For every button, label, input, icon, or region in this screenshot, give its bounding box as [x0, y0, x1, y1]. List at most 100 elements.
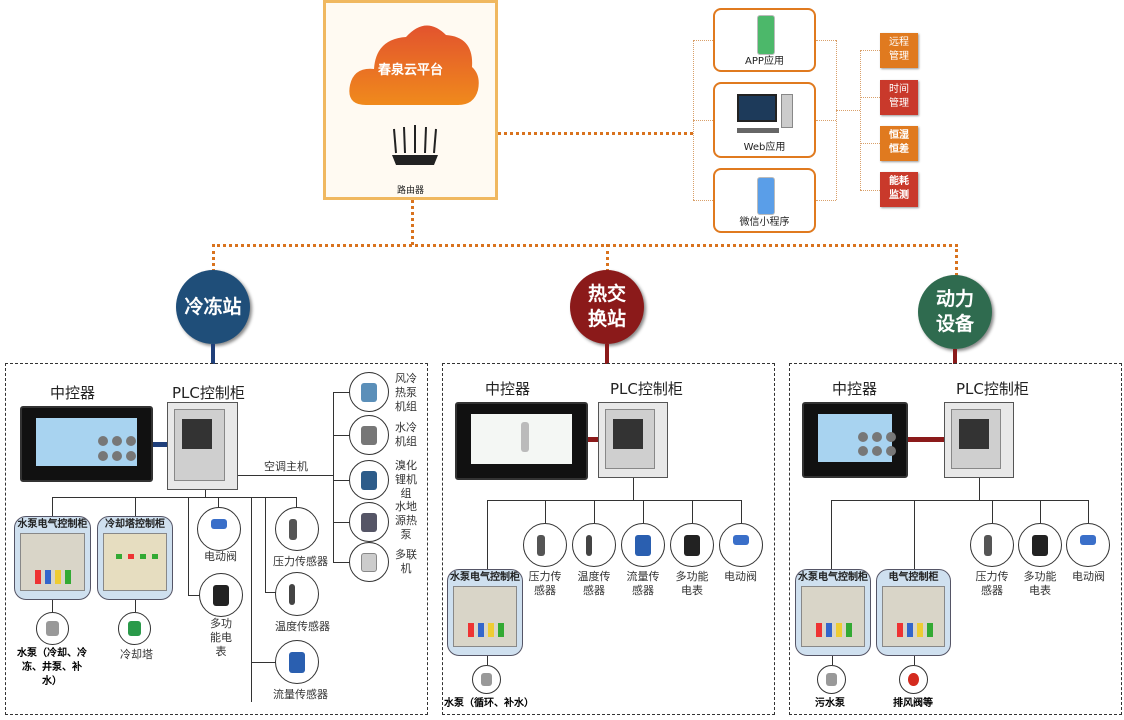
wire	[188, 595, 200, 596]
device-label: 多功能电表	[1023, 570, 1057, 597]
device-label: 流量传感器	[626, 570, 660, 597]
wire	[52, 600, 53, 612]
app-label: Web应用	[743, 142, 786, 153]
chiller-label: 溴化锂机组	[395, 459, 417, 500]
plc-cabinet[interactable]	[944, 402, 1014, 478]
controller-plc-link	[588, 437, 599, 442]
link-line	[836, 40, 837, 200]
controller-screen[interactable]	[20, 406, 153, 482]
pump-control-cabinet[interactable]: 水泵电气控制柜	[795, 569, 871, 656]
wire	[333, 480, 353, 481]
station-label: 动力	[935, 288, 974, 310]
feature-humidity: 恒湿恒差	[880, 126, 918, 161]
cabinet-device-label: 污水泵	[815, 698, 845, 709]
station-label: 设备	[935, 313, 974, 335]
feature-text: 能耗	[889, 176, 909, 187]
sewage-pump-icon	[817, 665, 846, 694]
wire	[333, 392, 334, 562]
app-label: APP应用	[745, 56, 784, 67]
app-box-web[interactable]: Web应用	[713, 82, 816, 158]
feature-remote-management: 远程管理	[880, 33, 918, 68]
cold-station-panel	[5, 363, 428, 715]
app-box-mobile[interactable]: APP应用	[713, 8, 816, 72]
station-link	[605, 344, 609, 364]
link-line	[816, 40, 836, 41]
wire	[633, 478, 634, 500]
wire	[188, 497, 189, 595]
feature-time-management: 时间管理	[880, 80, 918, 115]
wire	[914, 656, 915, 665]
link-line	[693, 200, 713, 201]
wire	[238, 475, 333, 476]
station-label: 换站	[587, 308, 626, 330]
cooling-tower-cabinet[interactable]: 冷却塔控制柜	[97, 516, 173, 600]
station-power[interactable]: 动力设备	[918, 275, 992, 349]
wire	[333, 522, 353, 523]
plc-cabinet[interactable]	[598, 402, 668, 478]
cloud-icon	[349, 25, 479, 106]
chiller-label: 水地源热泵	[395, 500, 417, 541]
wire	[487, 500, 488, 570]
temperature-sensor-icon	[572, 523, 616, 567]
link-line	[860, 50, 861, 190]
station-cold[interactable]: 冷冻站	[176, 270, 250, 344]
pump-label: 水泵（冷却、冷冻、井泵、补水）	[17, 648, 87, 687]
wire	[992, 500, 993, 523]
controller-plc-link	[908, 437, 944, 442]
link-line	[212, 244, 215, 272]
wire	[333, 435, 353, 436]
feature-text: 恒差	[889, 144, 909, 155]
pump-label: 水泵（循环、补水）	[444, 698, 534, 709]
app-label: 微信小程序	[739, 217, 790, 228]
feature-text: 管理	[889, 98, 909, 109]
wire	[831, 500, 1088, 501]
pump-control-cabinet[interactable]: 水泵电气控制柜	[14, 516, 91, 600]
device-label: 流量传感器	[273, 688, 328, 701]
wire	[832, 656, 833, 665]
power-meter-icon	[670, 523, 714, 567]
wire	[979, 478, 980, 500]
wire	[831, 500, 832, 570]
link-line	[816, 200, 836, 201]
controller-label: 中控器	[50, 384, 96, 402]
wire	[251, 497, 252, 702]
pressure-sensor-icon	[523, 523, 567, 567]
ground-source-heat-pump-icon	[349, 502, 389, 542]
controller-screen[interactable]	[455, 402, 588, 480]
cabinet-title: 水泵电气控制柜	[798, 572, 868, 583]
pump-control-cabinet[interactable]: 水泵电气控制柜	[447, 569, 523, 656]
wire	[594, 500, 595, 523]
chiller-label: 水冷机组	[395, 421, 417, 448]
plc-cabinet[interactable]	[167, 402, 238, 490]
link-line	[498, 132, 693, 135]
feature-text: 恒湿	[889, 130, 909, 141]
router-label: 路由器	[396, 186, 424, 196]
link-line	[606, 244, 609, 272]
water-pump-icon	[36, 612, 69, 645]
electric-valve-icon	[197, 507, 241, 551]
pressure-sensor-icon	[970, 523, 1014, 567]
pc-tower-icon	[781, 94, 793, 128]
power-station-panel	[789, 363, 1122, 715]
wire	[218, 497, 219, 509]
feature-text: 管理	[889, 51, 909, 62]
cooling-tower-label: 冷却塔	[120, 648, 153, 661]
link-line	[860, 190, 880, 191]
station-heat[interactable]: 热交换站	[570, 270, 644, 344]
feature-text: 远程	[889, 37, 909, 48]
electric-valve-icon	[719, 523, 763, 567]
pressure-sensor-icon	[275, 507, 319, 551]
station-link	[953, 349, 957, 364]
cabinet-title: 水泵电气控制柜	[17, 519, 88, 530]
lithium-bromide-unit-icon	[349, 460, 389, 500]
controller-screen[interactable]	[802, 402, 908, 478]
electrical-control-cabinet[interactable]: 电气控制柜	[876, 569, 951, 656]
controller-label: 中控器	[832, 380, 878, 398]
wire	[205, 490, 206, 497]
device-label: 电动阀	[724, 570, 757, 583]
link-line	[693, 40, 713, 41]
ac-host-label: 空调主机	[264, 460, 308, 473]
app-box-miniprogram[interactable]: 微信小程序	[713, 168, 816, 233]
vrf-unit-icon	[349, 542, 389, 582]
wire	[333, 562, 353, 563]
